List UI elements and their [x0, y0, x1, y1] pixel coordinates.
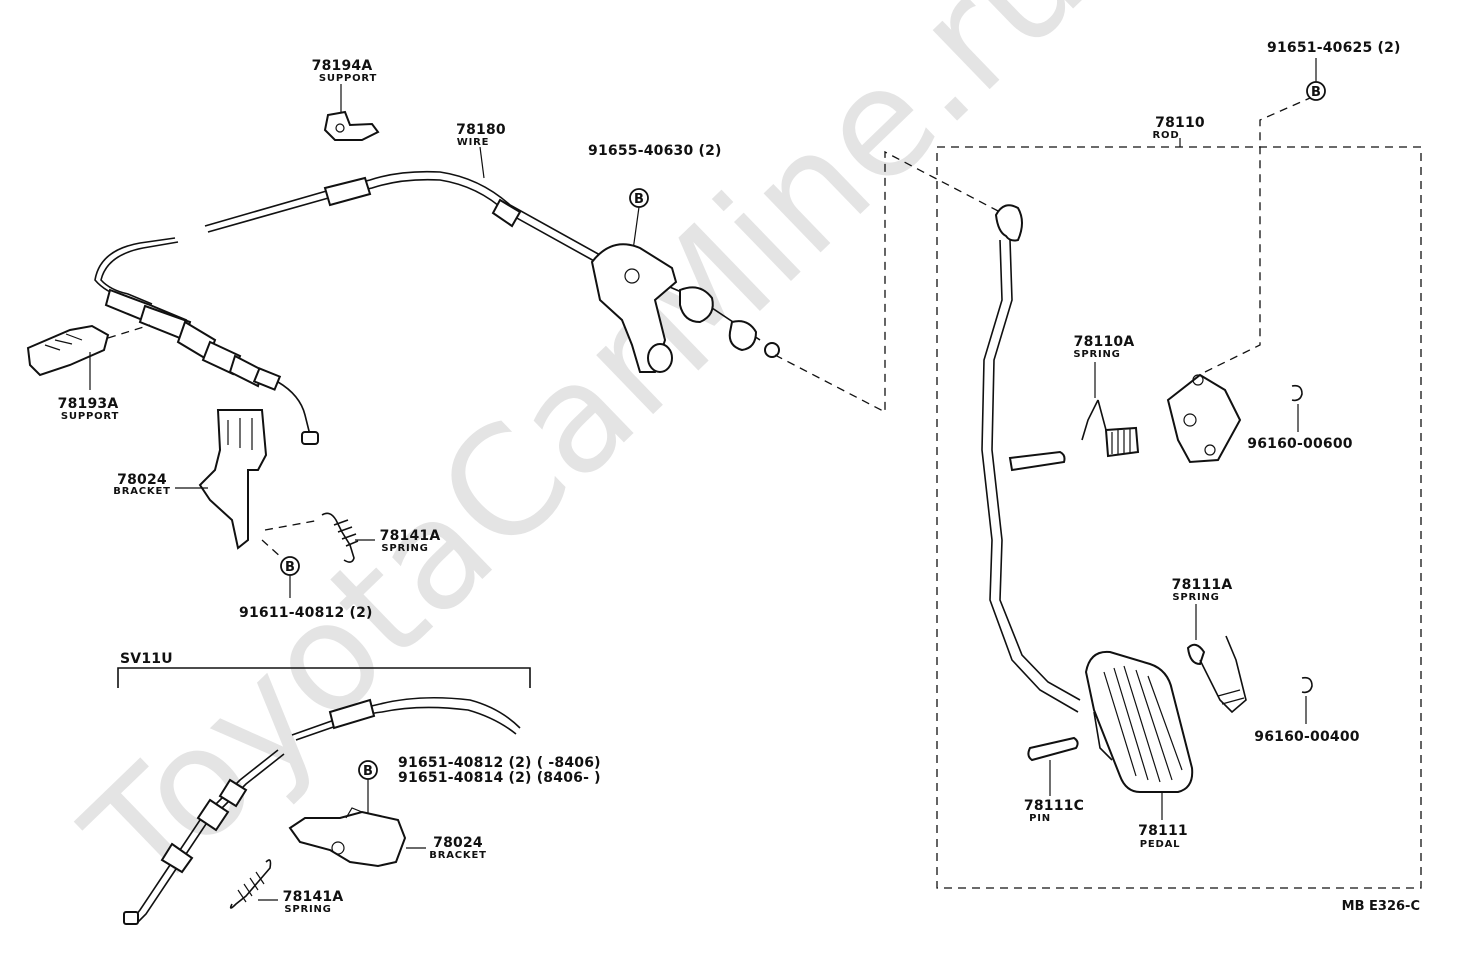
label-78110-name: ROD [1153, 130, 1180, 141]
svg-text:B: B [363, 764, 373, 779]
spring-78111a-drawing [1186, 604, 1247, 714]
label-78193a-name: SUPPORT [61, 411, 119, 422]
svg-text:B: B [634, 192, 644, 207]
label-78194a-number: 78194A [312, 58, 373, 74]
pedal-78111-drawing [1084, 650, 1194, 820]
pedal-assembly-box [936, 146, 1422, 889]
label-78193a-number: 78193A [58, 396, 119, 412]
bracket-78024-drawing [175, 409, 321, 559]
watermark: ToyotaCarMine.ru [53, 0, 1117, 927]
label-78110a-number: 78110A [1074, 334, 1135, 350]
label-78180-number: 78180 [456, 122, 506, 138]
label-bolt-91611-40812: 91611-40812 (2) [239, 605, 373, 621]
label-sv11u-78141a-number: 78141A [283, 889, 344, 905]
label-sv11u-78141a-name: SPRING [284, 904, 331, 915]
label-78194a-name: SUPPORT [319, 73, 377, 84]
spring-78141a-drawing [321, 512, 375, 563]
pedal-mount-plate-drawing [1166, 97, 1311, 464]
pin-78111c-drawing [1027, 736, 1079, 796]
sv11u-cable-drawing [123, 696, 521, 925]
bolt-circle-2: B [280, 556, 300, 598]
label-sv11u-78024-name: BRACKET [429, 850, 486, 861]
label-bolt-91651-40814: 91651-40814 (2) (8406- ) [398, 770, 601, 786]
sv11u-bracket-78024-drawing [288, 807, 426, 868]
bolt-circle-4: B [358, 760, 378, 815]
support-78194a-drawing [323, 84, 380, 141]
label-78111c-number: 78111C [1024, 798, 1084, 814]
clip-96160-00400-drawing [1301, 676, 1313, 724]
label-bolt-91651-40625: 91651-40625 (2) [1267, 40, 1401, 56]
bolt-circle-3: B [1306, 58, 1326, 101]
clip-96160-00600-drawing [1291, 384, 1303, 432]
cable-mount-plate-drawing [590, 243, 678, 373]
label-bolt-91651-40812: 91651-40812 (2) ( -8406) [398, 755, 601, 771]
guide-line-cable-rod [774, 150, 1001, 414]
label-78111c-name: PIN [1029, 813, 1051, 824]
label-78111-number: 78111 [1138, 823, 1188, 839]
sv11u-spring-78141a-drawing [229, 859, 278, 909]
label-78111a-number: 78111A [1172, 577, 1233, 593]
label-clip-96160-00400: 96160-00400 [1254, 729, 1359, 745]
sv11u-group-bracket [117, 667, 531, 688]
svg-text:B: B [1311, 85, 1321, 100]
diagram-reference-code: MB E326-C [1342, 899, 1420, 914]
label-78110a-name: SPRING [1073, 349, 1120, 360]
label-78024-name: BRACKET [113, 486, 170, 497]
support-78193a-drawing [26, 324, 151, 390]
label-clip-96160-00600: 96160-00600 [1247, 436, 1352, 452]
label-78110-number: 78110 [1155, 115, 1205, 131]
label-78141a-number: 78141A [380, 528, 441, 544]
label-78111-name: PEDAL [1140, 839, 1181, 850]
label-78141a-name: SPRING [381, 543, 428, 554]
label-78180-name: WIRE [457, 137, 489, 148]
label-sv11u-group: SV11U [120, 651, 173, 667]
spring-78110a-drawing [1081, 362, 1140, 458]
label-sv11u-78024-number: 78024 [433, 835, 483, 851]
label-78111a-name: SPRING [1172, 592, 1219, 603]
label-bolt-91655-40630: 91655-40630 (2) [588, 143, 722, 159]
label-78024-number: 78024 [117, 472, 167, 488]
rod-78110-drawing [981, 204, 1081, 713]
svg-text:B: B [285, 560, 295, 575]
